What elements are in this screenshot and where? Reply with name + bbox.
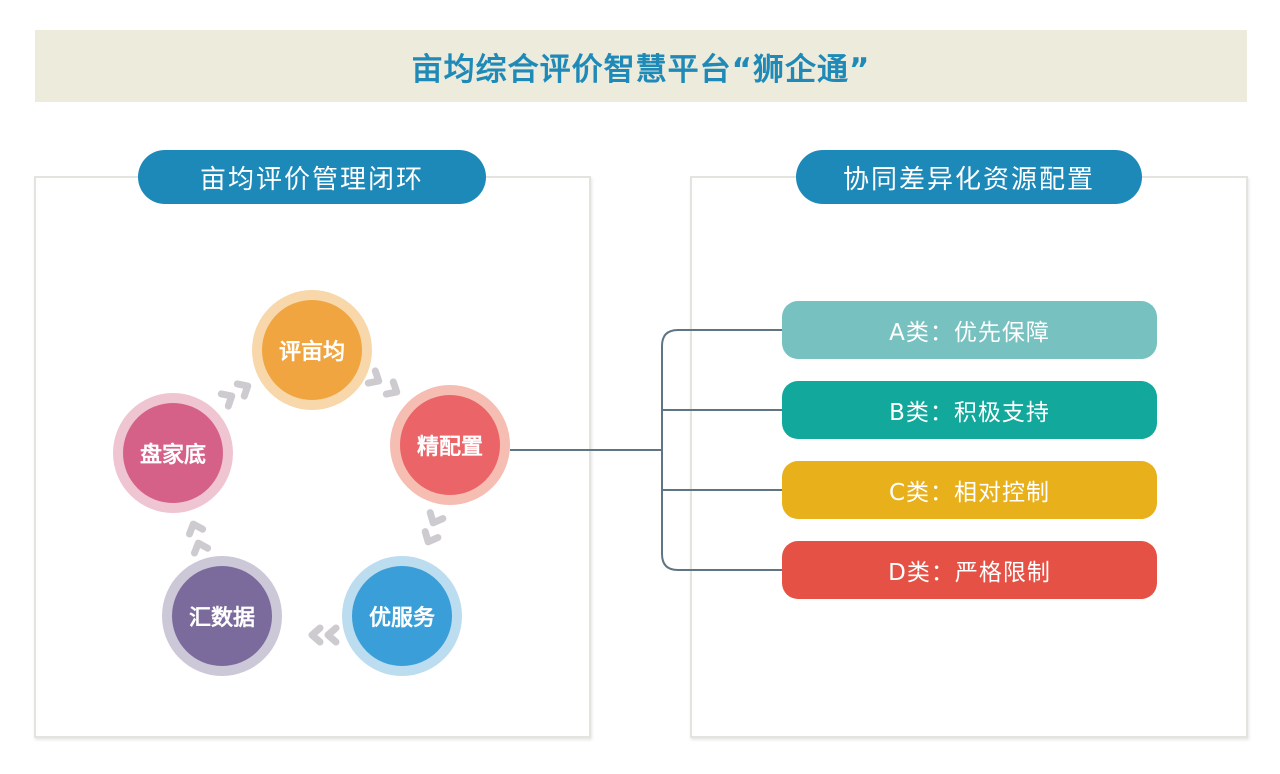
cycle-node-service: 优服务 [342, 556, 462, 676]
arrow-service-to-data-2 [308, 624, 324, 646]
arrow-allocate-to-service [426, 509, 447, 527]
title-banner: 亩均综合评价智慧平台“狮企通” [35, 30, 1247, 102]
category-b: B类：积极支持 [782, 381, 1157, 439]
category-a-label: A类：优先保障 [889, 320, 1050, 346]
cycle-node-service-label: 优服务 [352, 566, 452, 666]
management-loop-title: 亩均评价管理闭环 [199, 164, 424, 195]
category-d-label: D类：严格限制 [888, 560, 1051, 586]
connector-bracket [661, 329, 782, 571]
arrow-allocate-to-service-2 [421, 528, 442, 546]
arrow-data-to-inventory-2 [185, 520, 207, 538]
cycle-node-allocate: 精配置 [390, 385, 510, 505]
cycle-node-evaluate-label: 评亩均 [262, 300, 362, 400]
resource-allocation-title: 协同差异化资源配置 [842, 164, 1095, 195]
category-c-label: C类：相对控制 [888, 480, 1051, 506]
cycle-node-allocate-label: 精配置 [400, 395, 500, 495]
connector-lines [510, 329, 782, 571]
arrow-evaluate-to-allocate-2 [382, 378, 401, 398]
arrow-service-to-data [324, 624, 340, 646]
management-loop-header: 亩均评价管理闭环 [138, 150, 486, 204]
arrow-inventory-to-evaluate [217, 390, 236, 410]
category-a: A类：优先保障 [782, 301, 1157, 359]
arrow-inventory-to-evaluate-2 [233, 380, 252, 400]
cycle-node-data-label: 汇数据 [172, 566, 272, 666]
category-b-label: B类：积极支持 [889, 400, 1050, 426]
cycle-node-evaluate: 评亩均 [252, 290, 372, 410]
arrow-evaluate-to-allocate [364, 367, 383, 387]
page-title: 亩均综合评价智慧平台“狮企通” [411, 51, 871, 88]
cycle-arrows [185, 367, 447, 646]
category-c: C类：相对控制 [782, 461, 1157, 519]
cycle-node-inventory: 盘家底 [113, 393, 233, 513]
resource-allocation-panel [690, 176, 1248, 738]
resource-allocation-header: 协同差异化资源配置 [796, 150, 1142, 204]
arrow-data-to-inventory [190, 539, 212, 557]
cycle-node-data: 汇数据 [162, 556, 282, 676]
cycle-node-inventory-label: 盘家底 [123, 403, 223, 503]
category-d: D类：严格限制 [782, 541, 1157, 599]
